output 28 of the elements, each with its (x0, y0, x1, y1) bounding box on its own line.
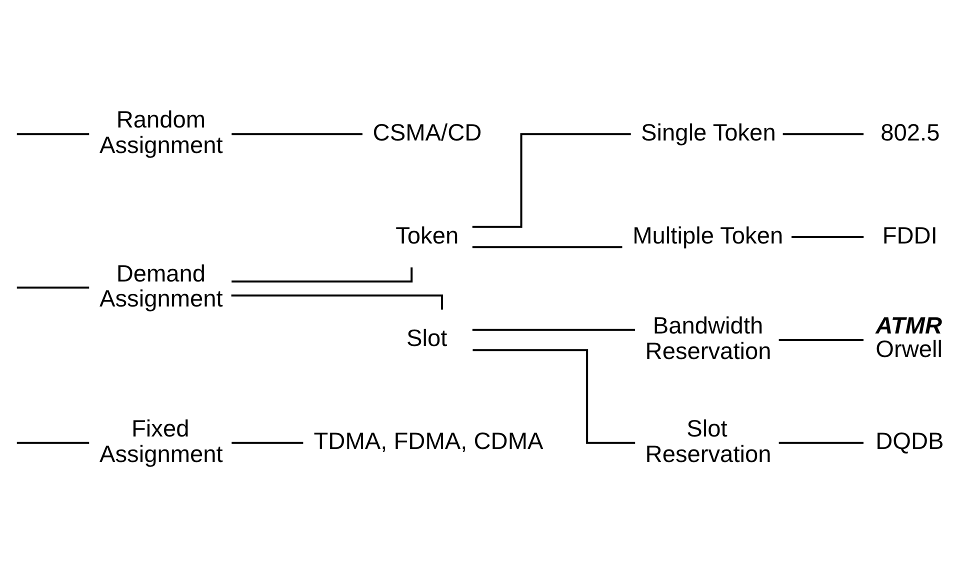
connector (778, 338, 864, 341)
node-text: Single Token (641, 120, 776, 146)
connector (792, 236, 864, 238)
node-text: CSMA/CD (372, 120, 482, 146)
node-text: Fixed Assignment (99, 416, 223, 468)
connector (472, 349, 636, 444)
node-text: DQDB (876, 429, 944, 456)
node-text: 802.5 (880, 120, 940, 146)
connector (472, 328, 635, 331)
connector (16, 286, 90, 289)
node-text: Slot Reservation (645, 416, 772, 468)
node-text: FDDI (882, 223, 938, 250)
node-text: Slot (406, 326, 448, 352)
node-text: Demand Assignment (99, 261, 223, 313)
node-text: Token (396, 223, 459, 250)
node-text: Bandwidth Reservation (645, 314, 772, 365)
connector (16, 442, 90, 444)
connector (232, 133, 362, 136)
connector (16, 133, 90, 136)
connector (778, 442, 864, 444)
connector (472, 246, 622, 248)
connector (472, 133, 631, 228)
connector (232, 442, 304, 444)
connector (782, 133, 864, 136)
node-text: ATMR Orwell (876, 314, 942, 364)
node-text: TDMA, FDMA, CDMA (314, 429, 544, 456)
node-text: Random Assignment (99, 108, 223, 160)
node-text: Multiple Token (632, 223, 784, 250)
